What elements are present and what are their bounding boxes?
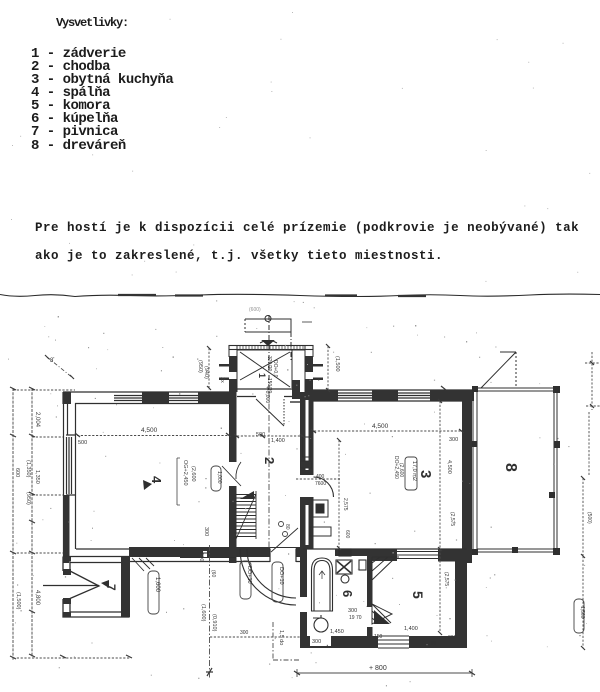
svg-text:+-0,000: +-0,000	[264, 386, 270, 403]
svg-text:(60: (60	[210, 570, 216, 577]
svg-text:(2,600: (2,600	[398, 463, 404, 477]
svg-text:DO+0,0: DO+0,0	[272, 360, 278, 378]
svg-text:360: 360	[448, 635, 457, 641]
svg-text:OG+2,450: OG+2,450	[182, 460, 188, 486]
svg-text:600: 600	[14, 468, 20, 477]
svg-text:DO+10: DO+10	[246, 566, 252, 584]
svg-text:90: 90	[431, 641, 437, 647]
svg-text:1,400: 1,400	[404, 626, 418, 632]
svg-text:5: 5	[410, 591, 426, 599]
svg-text:2,575: 2,575	[342, 498, 348, 511]
svg-text:4,500: 4,500	[372, 423, 389, 430]
svg-text:3: 3	[417, 470, 434, 478]
svg-text:500: 500	[256, 432, 265, 438]
svg-text:(2,575: (2,575	[443, 572, 449, 586]
svg-text:2: 2	[262, 457, 277, 464]
svg-text:1,450: 1,450	[330, 629, 344, 635]
svg-text:(940): (940)	[203, 366, 209, 379]
svg-text:(1,600): (1,600)	[200, 604, 206, 622]
svg-text:300: 300	[348, 608, 357, 614]
svg-text:4,500: 4,500	[141, 427, 158, 434]
svg-text:DO+2,450: DO+2,450	[393, 456, 399, 479]
svg-text:(1,500): (1,500)	[15, 592, 21, 610]
svg-text:80: 80	[284, 524, 290, 530]
svg-text:1,600: 1,600	[154, 577, 160, 593]
svg-text:17,0 m2: 17,0 m2	[411, 461, 417, 481]
svg-text:7600: 7600	[315, 481, 326, 487]
svg-text:320/20: 320/20	[266, 356, 272, 372]
svg-text:7: 7	[104, 584, 118, 591]
svg-text:2,004: 2,004	[34, 412, 40, 428]
svg-text:(950): (950)	[197, 360, 203, 373]
svg-text:1,500: 1,500	[579, 606, 585, 619]
svg-text:(600): (600)	[249, 307, 261, 313]
svg-text:(1,500: (1,500	[334, 356, 340, 372]
svg-text:2x: 2x	[219, 377, 225, 383]
svg-text:(950): (950)	[25, 492, 31, 505]
svg-text:300: 300	[449, 437, 458, 443]
svg-text:(500): (500)	[586, 512, 592, 524]
svg-text:DO+10: DO+10	[278, 567, 284, 585]
svg-text:1,350: 1,350	[34, 470, 40, 484]
svg-text:(0,910): (0,910)	[211, 614, 217, 632]
svg-text:600: 600	[344, 530, 350, 539]
svg-text:19 70: 19 70	[349, 615, 362, 621]
svg-text:4,500: 4,500	[446, 460, 452, 474]
svg-text:150/20: 150/20	[266, 378, 272, 394]
svg-text:150: 150	[374, 634, 383, 640]
svg-text:8: 8	[502, 463, 519, 472]
svg-text:8: 8	[50, 358, 54, 364]
svg-text:300: 300	[203, 527, 209, 536]
svg-text:300: 300	[312, 639, 321, 645]
svg-text:6: 6	[340, 590, 355, 597]
svg-text:1,5 do: 1,5 do	[278, 630, 284, 645]
svg-text:300: 300	[198, 553, 204, 562]
svg-text:500: 500	[78, 440, 87, 446]
svg-text:+ 800: + 800	[369, 665, 387, 672]
svg-text:300: 300	[240, 630, 249, 636]
svg-text:(2,600: (2,600	[190, 466, 196, 482]
svg-text:(2,575: (2,575	[449, 512, 455, 526]
svg-text:4,800: 4,800	[34, 590, 40, 606]
svg-text:1,400: 1,400	[271, 438, 285, 444]
svg-text:400: 400	[316, 474, 325, 480]
svg-text:(1,350): (1,350)	[25, 460, 31, 478]
svg-text:1,000: 1,000	[216, 471, 222, 484]
svg-text:1: 1	[257, 373, 267, 378]
svg-text:4: 4	[149, 476, 164, 484]
